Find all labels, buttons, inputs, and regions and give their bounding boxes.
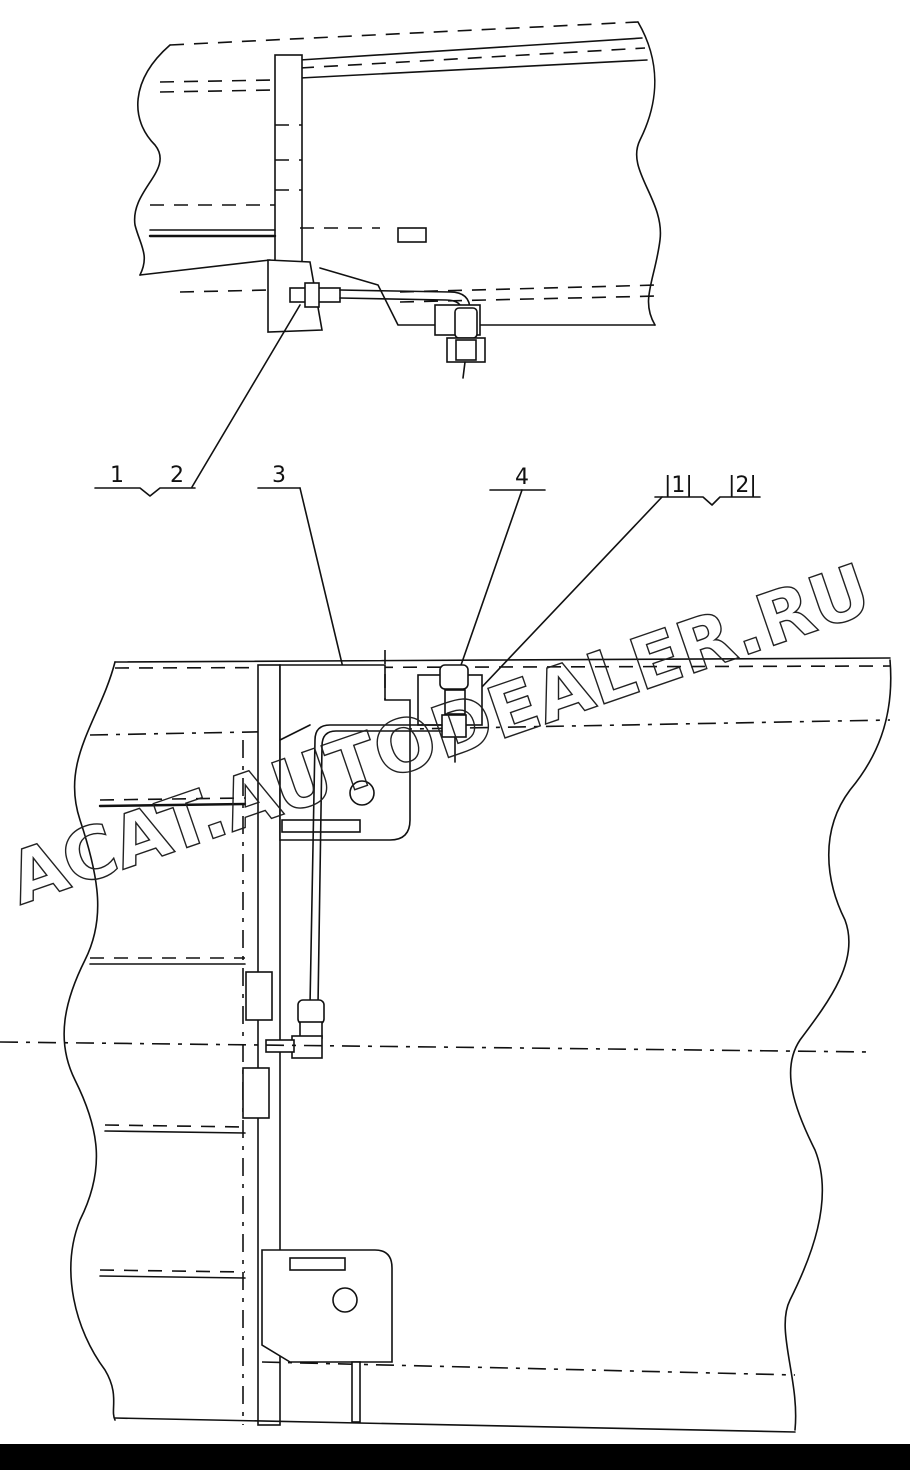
main-bottom-centerline [261, 1361, 796, 1376]
main-hose-fitting-upper [297, 999, 325, 1025]
main-clip-upper [245, 971, 273, 1021]
main-brake-pipe-a [309, 724, 443, 1006]
main-upper-bracket-hole [349, 780, 375, 806]
callout-11: |1| [664, 473, 693, 498]
main-bar-1 [98, 802, 247, 808]
bottom-black-bar [0, 1444, 910, 1470]
top-detail-view [133, 21, 662, 379]
top-rail-lower-1 [399, 284, 659, 293]
top-fitting-nut [304, 282, 320, 308]
callout-2: 2 [170, 463, 184, 488]
main-bar-3 [104, 1130, 246, 1134]
top-frame-bottom-left [139, 259, 271, 276]
leader-11-12-baseline [654, 496, 761, 506]
leader-1-2-baseline [94, 487, 196, 497]
leader-11 [461, 496, 663, 709]
callout-1: 1 [110, 463, 124, 488]
main-brake-pipe-b [317, 730, 443, 1006]
callout-leaders [94, 304, 761, 719]
leader-4 [459, 489, 523, 669]
main-lower-bracket-slot [289, 1257, 346, 1271]
main-bar-4 [99, 1275, 246, 1279]
top-rail-lower-2 [399, 295, 659, 303]
main-frame-right-wavy-edge [784, 659, 892, 1431]
main-valve-nut [444, 689, 466, 715]
top-rail-2 [299, 37, 643, 61]
main-bar-dash-3 [104, 1124, 246, 1128]
main-clip-lower [242, 1067, 270, 1119]
top-rail-3 [299, 47, 646, 69]
top-valve-nut [455, 339, 477, 361]
top-small-block [397, 227, 427, 243]
main-centerline-mid [0, 1041, 871, 1053]
main-frame-left-wavy-edge [63, 661, 116, 1421]
main-bottom-rail [114, 1417, 796, 1433]
leader-2 [191, 304, 301, 488]
main-lower-bracket [261, 1249, 393, 1363]
top-rail-5 [159, 79, 276, 83]
top-pipe-bend [319, 267, 436, 326]
main-bar-dash-4 [99, 1269, 246, 1273]
callout-4: 4 [515, 465, 529, 490]
top-frame-bottom-dash [179, 289, 271, 293]
main-bar-dash-1 [99, 797, 246, 801]
main-top-rail-1 [114, 657, 891, 663]
top-hose-fitting [454, 307, 478, 339]
top-frame-right-wavy-edge [635, 21, 662, 326]
top-rail-4 [299, 59, 648, 79]
main-valve-fitting [441, 714, 467, 738]
main-bottom-post [351, 1361, 361, 1423]
top-rail-6 [159, 89, 276, 93]
callout-12: |2| [728, 473, 757, 498]
main-lower-bracket-hole [332, 1287, 358, 1313]
top-frame-left-wavy-edge [133, 44, 171, 276]
main-pipe-branch [279, 724, 311, 741]
top-rail-1 [169, 21, 639, 46]
main-hose-fitting-body [291, 1035, 323, 1059]
main-valve-cap [439, 664, 469, 690]
top-valve-stem [462, 361, 466, 379]
callout-3: 3 [272, 463, 286, 488]
main-top-rail-2 [114, 665, 891, 669]
main-view [0, 650, 892, 1433]
main-upper-bracket [279, 664, 411, 841]
